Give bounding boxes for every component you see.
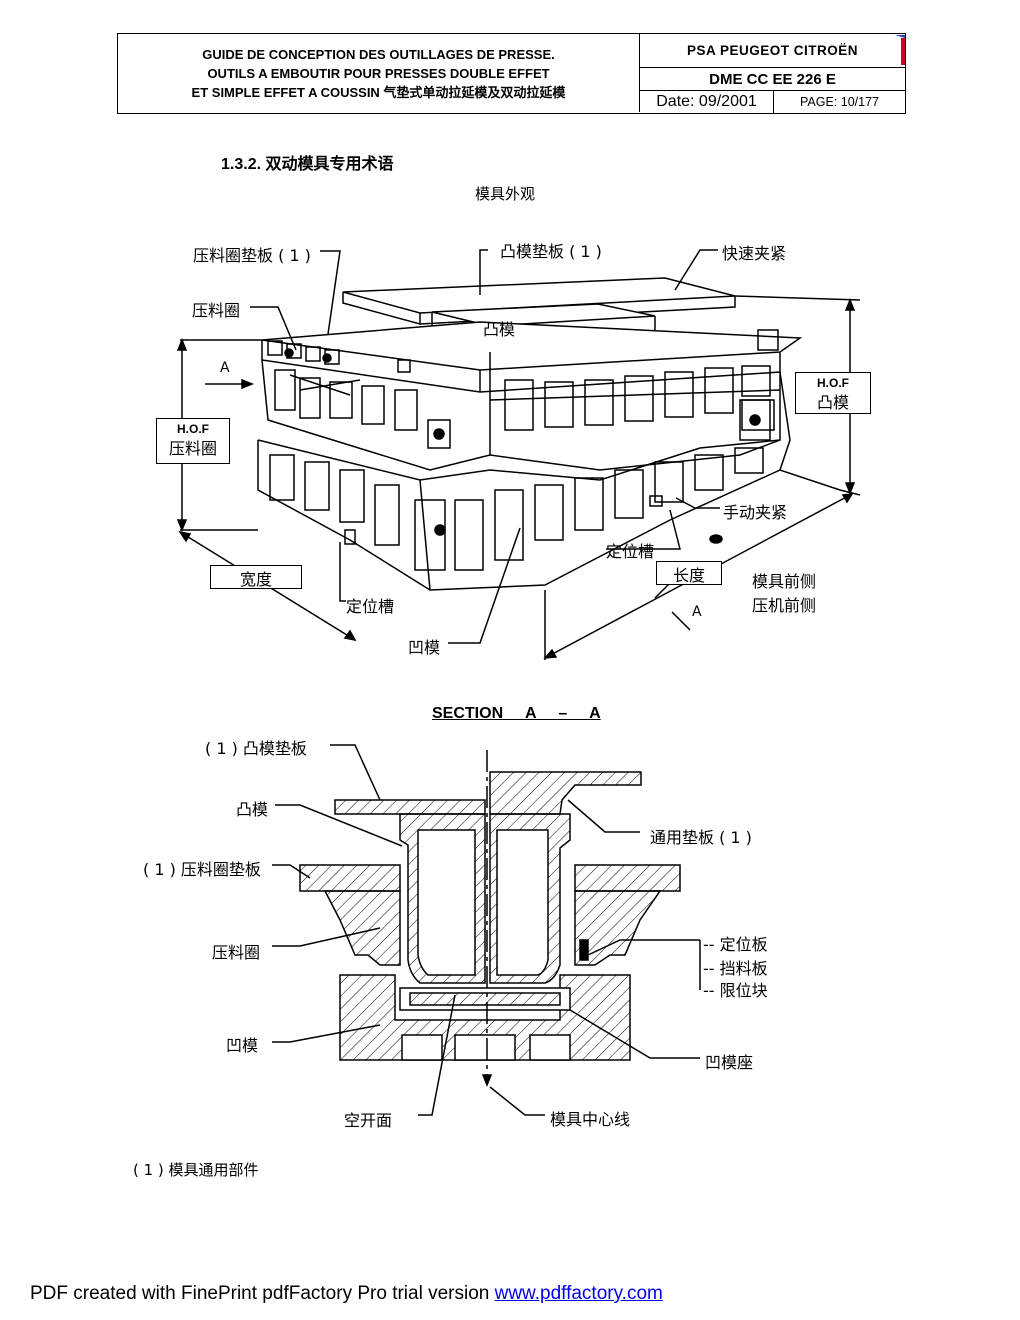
document-header: GUIDE DE CONCEPTION DES OUTILLAGES DE PR… bbox=[117, 33, 906, 114]
logo-mark-icon bbox=[895, 35, 905, 65]
label-s-punch: 凸模 bbox=[236, 800, 269, 819]
company-name: PSA PEUGEOT CITROËN bbox=[686, 43, 859, 58]
label-arrow-a-top: A bbox=[220, 360, 230, 376]
footer-link[interactable]: www.pdffactory.com bbox=[494, 1283, 663, 1304]
label-s-die: 凹模 bbox=[226, 1036, 259, 1055]
hof-title-left: H.O.F bbox=[177, 422, 209, 436]
document-title: GUIDE DE CONCEPTION DES OUTILLAGES DE PR… bbox=[118, 34, 640, 112]
label-manual-clamp: 手动夹紧 bbox=[723, 503, 788, 522]
label-s-punch-plate: ( 1 ) 凸模垫板 bbox=[205, 739, 307, 758]
hof-box-blank-holder: H.O.F 压料圈 bbox=[156, 418, 230, 464]
label-locating-slot-right: 定位槽 bbox=[606, 542, 655, 561]
doc-page: PAGE: 10/177 bbox=[800, 95, 879, 109]
hof-sub-right: 凸模 bbox=[816, 393, 849, 412]
label-punch-plate: 凸模垫板 ( 1 ) bbox=[500, 242, 602, 261]
label-s-limit-block: -- 限位块 bbox=[703, 981, 768, 1000]
label-s-blank-holder: 压料圈 bbox=[212, 943, 261, 962]
label-locating-slot-left: 定位槽 bbox=[346, 597, 395, 616]
label-s-locating-plate: -- 定位板 bbox=[703, 935, 768, 954]
label-die-front: 模具前侧 bbox=[752, 572, 817, 591]
label-arrow-a-bottom: A bbox=[692, 604, 702, 620]
label-blank-holder-plate: 压料圈垫板 ( 1 ) bbox=[193, 246, 311, 265]
label-s-die-seat: 凹模座 bbox=[705, 1053, 754, 1072]
label-quick-clamp: 快速夹紧 bbox=[722, 244, 787, 263]
label-press-front: 压机前侧 bbox=[752, 596, 817, 615]
company-logo: PSA PEUGEOT CITROËN bbox=[640, 34, 905, 68]
label-die: 凹模 bbox=[408, 638, 441, 657]
doc-date: Date: 09/2001 bbox=[640, 91, 774, 113]
label-punch: 凸模 bbox=[483, 320, 516, 339]
label-s-centerline: 模具中心线 bbox=[550, 1110, 631, 1129]
label-s-blank-holder-plate: ( 1 ) 压料圈垫板 bbox=[143, 860, 261, 879]
hof-title-right: H.O.F bbox=[817, 376, 849, 390]
hof-box-punch: H.O.F 凸模 bbox=[795, 372, 871, 414]
section-heading: 1.3.2. 双动模具专用术语 bbox=[221, 156, 394, 173]
figure1-caption: 模具外观 bbox=[475, 185, 536, 203]
title-line-1: GUIDE DE CONCEPTION DES OUTILLAGES DE PR… bbox=[202, 46, 555, 62]
label-s-stop-plate: -- 挡料板 bbox=[703, 959, 768, 978]
title-line-2: OUTILS A EMBOUTIR POUR PRESSES DOUBLE EF… bbox=[207, 65, 550, 81]
footnote: ( 1 ) 模具通用部件 bbox=[133, 1161, 259, 1179]
label-width: 宽度 bbox=[210, 565, 302, 589]
label-length: 长度 bbox=[656, 561, 722, 585]
doc-reference: DME CC EE 226 E bbox=[640, 68, 905, 91]
label-blank-holder: 压料圈 bbox=[192, 301, 241, 320]
label-s-clearance: 空开面 bbox=[344, 1111, 393, 1130]
hof-sub-left: 压料圈 bbox=[168, 439, 217, 458]
section-title: SECTION A – A bbox=[432, 705, 601, 722]
title-line-3: ET SIMPLE EFFET A COUSSIN 气垫式单动拉延模及双动拉延模 bbox=[191, 84, 566, 100]
footer-text: PDF created with FinePrint pdfFactory Pr… bbox=[30, 1283, 495, 1304]
die-isometric-drawing bbox=[176, 249, 861, 660]
label-s-common-plate: 通用垫板 ( 1 ) bbox=[650, 828, 752, 847]
pdf-footer: PDF created with FinePrint pdfFactory Pr… bbox=[30, 1283, 663, 1305]
